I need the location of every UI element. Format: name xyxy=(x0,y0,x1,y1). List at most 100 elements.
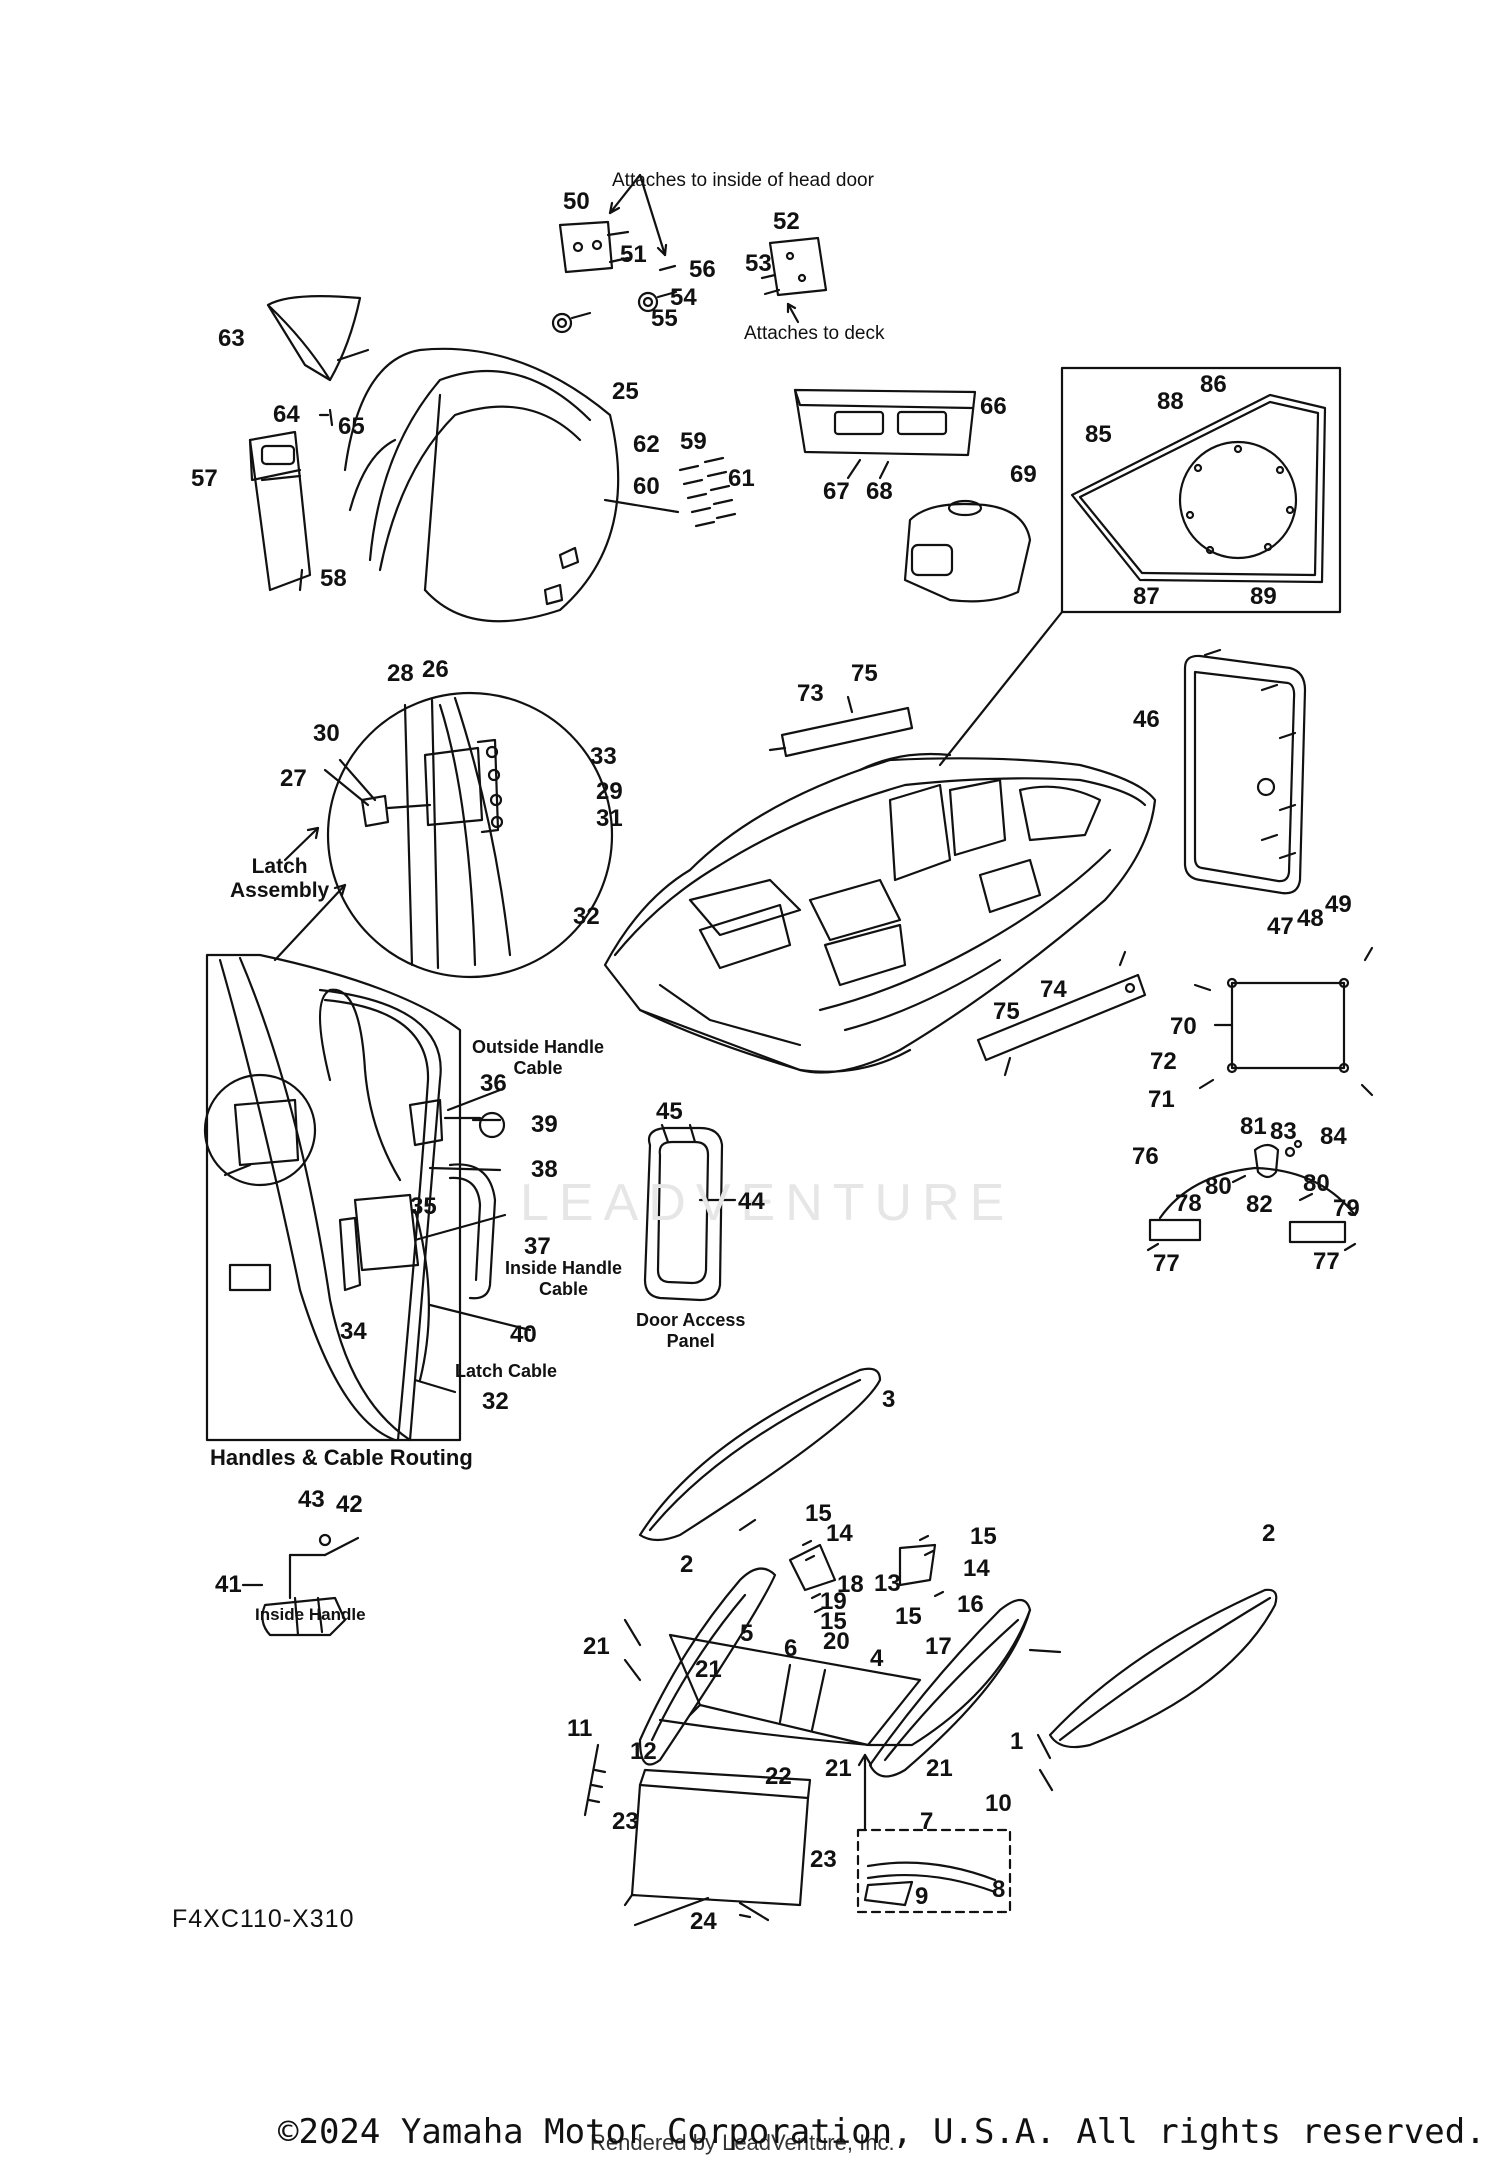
windshield-frame-right xyxy=(868,1598,1062,1778)
callout-36: 36 xyxy=(480,1070,507,1097)
callout-23-right: 23 xyxy=(810,1846,837,1873)
callout-45: 45 xyxy=(656,1098,683,1125)
callout-23-left: 23 xyxy=(612,1808,639,1835)
callout-68: 68 xyxy=(866,478,893,505)
hatch-inset xyxy=(938,366,1342,767)
callout-14-a: 14 xyxy=(826,1520,853,1547)
callout-41: 41 xyxy=(215,1571,242,1598)
callout-22: 22 xyxy=(765,1763,792,1790)
copyright: ©2024 Yamaha Motor Corporation, U.S.A. A… xyxy=(278,2112,1486,2152)
callout-77-right: 77 xyxy=(1313,1248,1340,1275)
cooler-group xyxy=(793,388,1032,603)
watermark: LEADVENTURE xyxy=(520,1174,1015,1232)
dashed-inset-7-9 xyxy=(856,1753,1012,1914)
diagram-code: F4XC110-X310 xyxy=(172,1905,355,1933)
caption-deck: Attaches to deck xyxy=(744,323,885,344)
cabin-door xyxy=(1183,648,1307,895)
callout-48: 48 xyxy=(1297,905,1324,932)
callout-24: 24 xyxy=(690,1908,717,1935)
windshield-hardware xyxy=(623,1534,1054,1792)
callout-86: 86 xyxy=(1200,371,1227,398)
callout-25: 25 xyxy=(612,378,639,405)
bracket-76 xyxy=(1146,1139,1357,1252)
callout-47: 47 xyxy=(1267,913,1294,940)
rendered-by: Rendered by LeadVenture, Inc. xyxy=(590,2130,895,2155)
sunshade-22 xyxy=(623,1768,812,1927)
callout-33: 33 xyxy=(590,743,617,770)
caption-latch-cable: Latch Cable xyxy=(455,1361,558,1381)
callout-83: 83 xyxy=(1270,1118,1297,1145)
callout-78: 78 xyxy=(1175,1190,1202,1217)
callout-89: 89 xyxy=(1250,583,1277,610)
callout-50: 50 xyxy=(563,188,590,215)
callout-20: 20 xyxy=(823,1628,850,1655)
callout-37: 37 xyxy=(524,1233,551,1260)
callout-56: 56 xyxy=(689,256,716,283)
callout-4: 4 xyxy=(870,1645,884,1672)
callout-60: 60 xyxy=(633,473,660,500)
callout-75-bottom: 75 xyxy=(993,998,1020,1025)
callout-15-a: 15 xyxy=(805,1500,832,1527)
callout-31: 31 xyxy=(596,805,623,832)
callout-66: 66 xyxy=(980,393,1007,420)
callout-19: 19 xyxy=(820,1588,847,1615)
callout-40: 40 xyxy=(510,1321,537,1348)
callout-2-right: 2 xyxy=(1262,1520,1276,1547)
callout-67: 67 xyxy=(823,478,850,505)
callout-46: 46 xyxy=(1133,706,1160,733)
caption-outside-handle-cable: Outside Handle Cable xyxy=(472,1037,605,1078)
callout-32-top: 32 xyxy=(573,903,600,930)
callout-34: 34 xyxy=(340,1318,367,1345)
callout-55: 55 xyxy=(651,305,678,332)
callout-77-left: 77 xyxy=(1153,1250,1180,1277)
fastener-cluster xyxy=(603,456,737,528)
callout-80-left: 80 xyxy=(1205,1173,1232,1200)
callout-64: 64 xyxy=(273,401,300,428)
callout-5: 5 xyxy=(740,1620,754,1647)
windshield-glass-2 xyxy=(1048,1588,1278,1749)
latch-assembly-circle xyxy=(273,691,614,979)
callout-18: 18 xyxy=(837,1571,864,1598)
door-access-panel xyxy=(643,1123,737,1302)
callout-30: 30 xyxy=(313,720,340,747)
handles-routing-box xyxy=(203,826,532,1442)
callout-63: 63 xyxy=(218,325,245,352)
callout-80-right: 80 xyxy=(1303,1170,1330,1197)
callout-73: 73 xyxy=(797,680,824,707)
callout-88: 88 xyxy=(1157,388,1184,415)
windshield-glass-3 xyxy=(638,1367,882,1542)
callout-9: 9 xyxy=(915,1883,929,1910)
callout-21-a: 21 xyxy=(583,1633,610,1660)
callout-54: 54 xyxy=(670,284,697,311)
callout-35: 35 xyxy=(410,1193,437,1220)
callout-76: 76 xyxy=(1132,1143,1159,1170)
callout-10: 10 xyxy=(985,1790,1012,1817)
frame-70 xyxy=(1193,946,1374,1097)
caption-handles-routing: Handles & Cable Routing xyxy=(210,1445,473,1470)
callout-14-b: 14 xyxy=(963,1555,990,1582)
callout-85: 85 xyxy=(1085,421,1112,448)
callout-53: 53 xyxy=(745,250,772,277)
head-door-plate-group xyxy=(551,173,678,334)
callout-52: 52 xyxy=(773,208,800,235)
caption-inside-handle-cable: Inside Handle Cable xyxy=(505,1258,623,1299)
callout-26: 26 xyxy=(422,656,449,683)
callout-21-d: 21 xyxy=(926,1755,953,1782)
deck-plate-group xyxy=(760,236,828,324)
callout-15-b: 15 xyxy=(820,1608,847,1635)
callout-72: 72 xyxy=(1150,1048,1177,1075)
callout-70: 70 xyxy=(1170,1013,1197,1040)
callout-15-c: 15 xyxy=(970,1523,997,1550)
callout-44: 44 xyxy=(738,1188,765,1215)
callout-71: 71 xyxy=(1148,1086,1175,1113)
callout-59: 59 xyxy=(680,428,707,455)
callout-87: 87 xyxy=(1133,583,1160,610)
callout-62: 62 xyxy=(633,431,660,458)
callout-21-c: 21 xyxy=(825,1755,852,1782)
callout-32-bottom: 32 xyxy=(482,1388,509,1415)
callout-57: 57 xyxy=(191,465,218,492)
head-door-cutaway xyxy=(248,295,620,623)
callout-39: 39 xyxy=(531,1111,558,1138)
